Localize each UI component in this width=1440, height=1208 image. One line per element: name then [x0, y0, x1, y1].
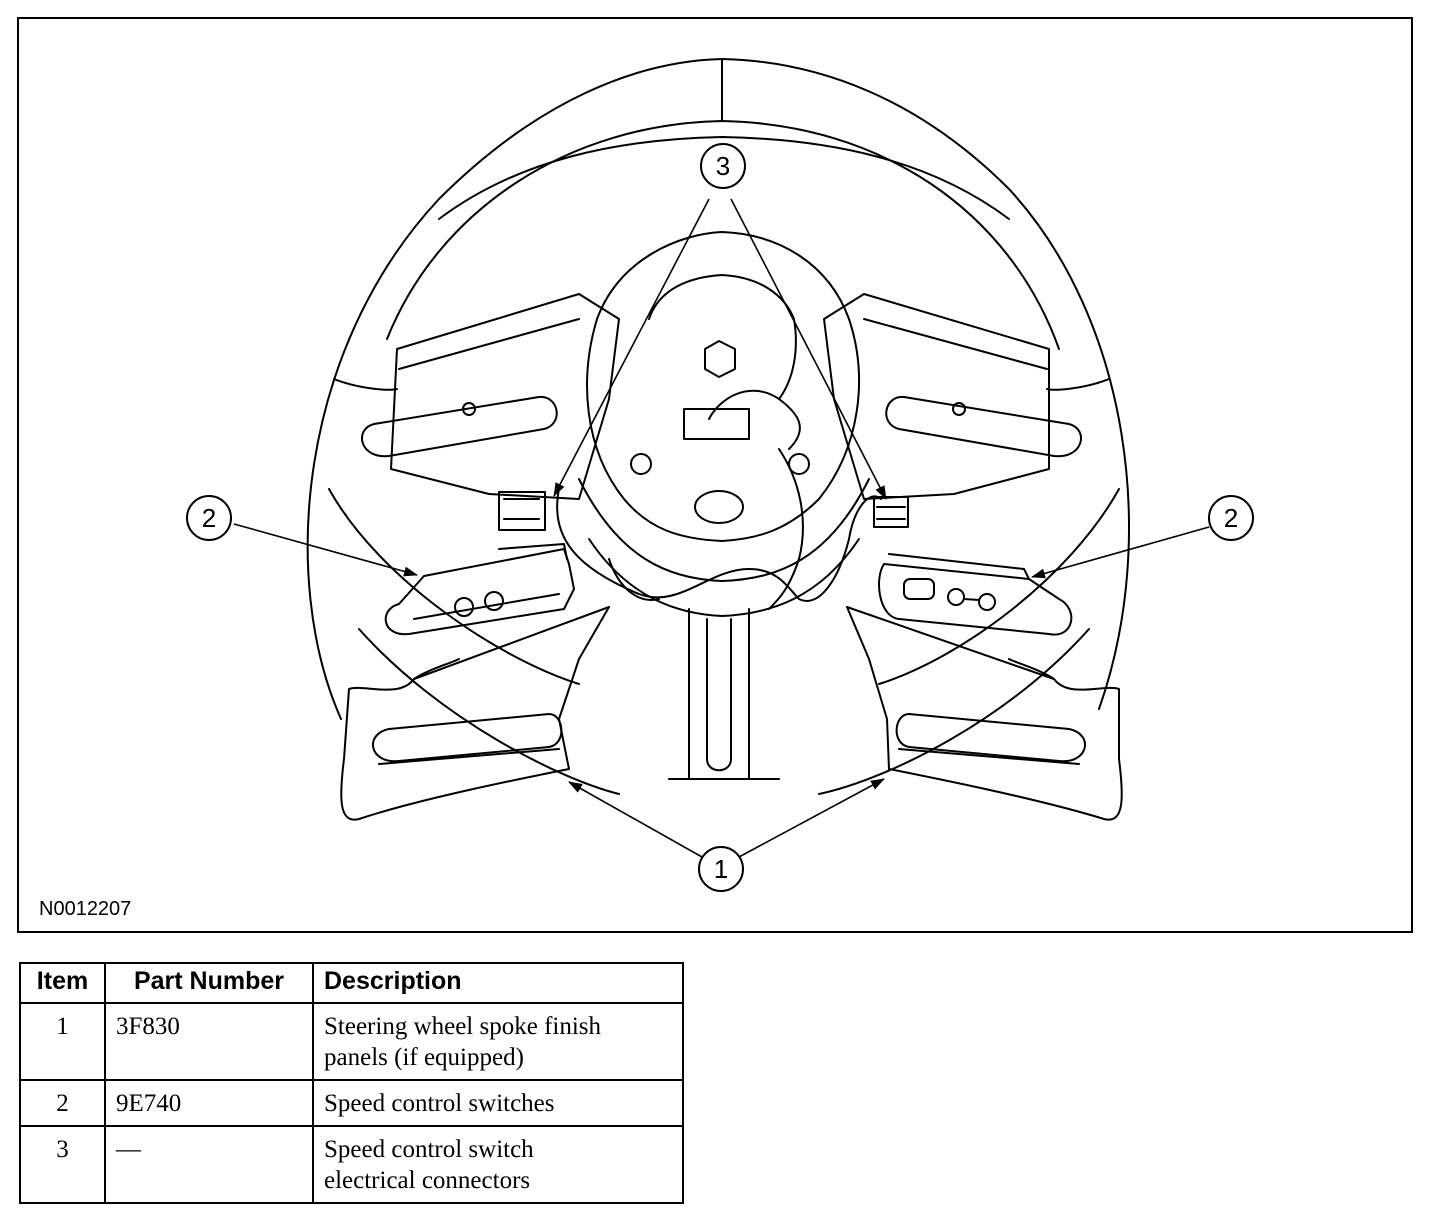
callout-2-left: 2	[186, 495, 232, 541]
steering-wheel-drawing	[306, 58, 1130, 821]
figure-frame: 1 2 2 3 N0012207	[17, 17, 1413, 933]
svg-text:3: 3	[716, 151, 730, 181]
row-description: Speed control switch electrical connecto…	[312, 1125, 684, 1204]
row-description: Steering wheel spoke finish panels (if e…	[312, 1002, 684, 1081]
right-spoke-slot	[885, 395, 1082, 458]
right-spoke	[823, 293, 1050, 500]
description-line: panels (if equipped)	[324, 1044, 524, 1071]
wiring-harness	[556, 488, 882, 602]
table-header-row: Item Part Number Description	[19, 962, 684, 1004]
left-speed-control-switch	[384, 543, 575, 636]
right-spoke-finish-panel	[846, 606, 1123, 821]
row-description: Speed control switches	[312, 1079, 684, 1127]
table-row: 2 9E740 Speed control switches	[19, 1079, 684, 1127]
svg-text:2: 2	[1224, 503, 1238, 533]
row-item: 3	[19, 1125, 106, 1204]
description-line: Speed control switches	[324, 1090, 555, 1117]
svg-text:2: 2	[202, 503, 216, 533]
header-part-number: Part Number	[104, 962, 314, 1004]
steering-wheel-illustration: 1 2 2 3	[186, 58, 1254, 892]
left-connector	[498, 491, 546, 531]
description-line: electrical connectors	[324, 1167, 531, 1194]
row-part-number: 3F830	[104, 1002, 314, 1081]
left-spoke	[390, 293, 620, 500]
left-spoke-finish-panel	[340, 606, 610, 821]
row-part-number: —	[104, 1125, 314, 1204]
right-connector	[873, 496, 909, 528]
callout-2-right: 2	[1208, 495, 1254, 541]
callout-3: 3	[700, 143, 746, 189]
hub-bolt	[704, 340, 736, 378]
table-row: 3 — Speed control switch electrical conn…	[19, 1125, 684, 1204]
left-spoke-slot	[361, 395, 558, 458]
parts-table: Item Part Number Description 1 3F830 Ste…	[19, 962, 684, 1204]
row-part-number: 9E740	[104, 1079, 314, 1127]
row-item: 1	[19, 1002, 106, 1081]
description-line: Steering wheel spoke finish	[324, 1013, 602, 1040]
callout-1: 1	[698, 846, 744, 892]
svg-text:1: 1	[714, 854, 728, 884]
steering-hub	[586, 231, 860, 542]
description-line: Speed control switch	[324, 1136, 534, 1163]
right-speed-control-switch	[878, 553, 1073, 636]
callout-leaders	[233, 198, 1210, 858]
header-item: Item	[19, 962, 106, 1004]
row-item: 2	[19, 1079, 106, 1127]
table-row: 1 3F830 Steering wheel spoke finish pane…	[19, 1002, 684, 1081]
header-description: Description	[312, 962, 684, 1004]
figure-id: N0012207	[39, 898, 132, 920]
